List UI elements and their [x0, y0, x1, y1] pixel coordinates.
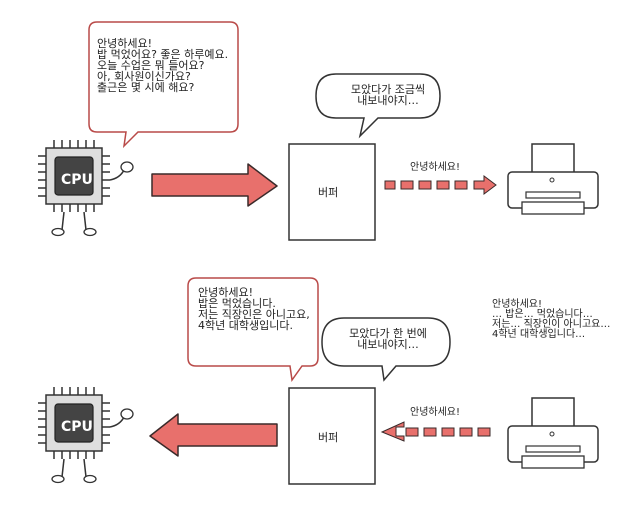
message-line: 모았다가 한 번에 — [349, 327, 427, 340]
message-line: 모았다가 조금씩 — [350, 83, 426, 96]
message-line: 저는… 직장인이 아니고요… — [492, 319, 611, 330]
message-line: 출근은 몇 시에 해요? — [97, 81, 195, 94]
message-line: 4학년 대학생입니다… — [492, 329, 586, 340]
printer-icon — [507, 143, 599, 215]
message-line: 내보내야지… — [357, 94, 419, 107]
message-line: 밥 먹었어요? 좋은 하루예요. — [97, 48, 229, 61]
message-line: 아, 회사원이신가요? — [97, 70, 191, 83]
buffer-speech-bubble-top — [315, 73, 441, 139]
buffer-message-top: 모았다가 조금씩 내보내야지… — [346, 84, 430, 106]
cpu-speech-bubble-top — [88, 21, 239, 149]
cpu-message-bottom: 안녕하세요! 밥은 먹었습니다. 저는 직장인은 아니고요, 4학년 대학생입니… — [198, 287, 310, 331]
cpu-message-top: 안녕하세요! 밥 먹었어요? 좋은 하루예요. 오늘 수업은 뭐 들어요? 아,… — [97, 38, 228, 93]
message-line: 안녕하세요! — [492, 299, 543, 310]
buffer-speech-bubble-bottom — [321, 317, 451, 382]
cpu-label: CPU — [61, 172, 93, 188]
buffer-message-bottom: 모았다가 한 번에 내보내야지… — [346, 328, 430, 350]
printer-arrow-label: 안녕하세요! — [410, 162, 461, 173]
printer-to-buffer-arrow-bottom — [380, 421, 491, 442]
buffer-box-bottom — [288, 387, 376, 485]
buffer-label: 버퍼 — [318, 186, 339, 199]
buffer-to-printer-arrow-top — [384, 175, 497, 195]
cpu-label: CPU — [61, 419, 93, 435]
buffer-to-cpu-arrow — [149, 413, 278, 457]
buffer-box-top — [288, 143, 376, 241]
message-line: 저는 직장인은 아니고요, — [198, 308, 310, 321]
message-line: 오늘 수업은 뭐 들어요? — [97, 59, 205, 72]
message-line: 내보내야지… — [357, 338, 419, 351]
message-line: 4학년 대학생입니다. — [198, 319, 293, 332]
message-line: 안녕하세요! — [97, 37, 153, 50]
cpu-speech-bubble-bottom — [187, 277, 319, 382]
message-line: … 밥은… 먹었습니다… — [492, 309, 593, 320]
message-line: 안녕하세요! — [198, 286, 254, 299]
printer-arrow-label: 안녕하세요! — [410, 407, 461, 418]
message-line: 밥은 먹었습니다. — [198, 297, 276, 310]
cpu-to-buffer-arrow — [151, 163, 278, 207]
buffer-label: 버퍼 — [318, 431, 339, 444]
printer-icon — [507, 397, 599, 469]
printer-output-text: 안녕하세요! … 밥은… 먹었습니다… 저는… 직장인이 아니고요… 4학년 대… — [492, 300, 610, 340]
